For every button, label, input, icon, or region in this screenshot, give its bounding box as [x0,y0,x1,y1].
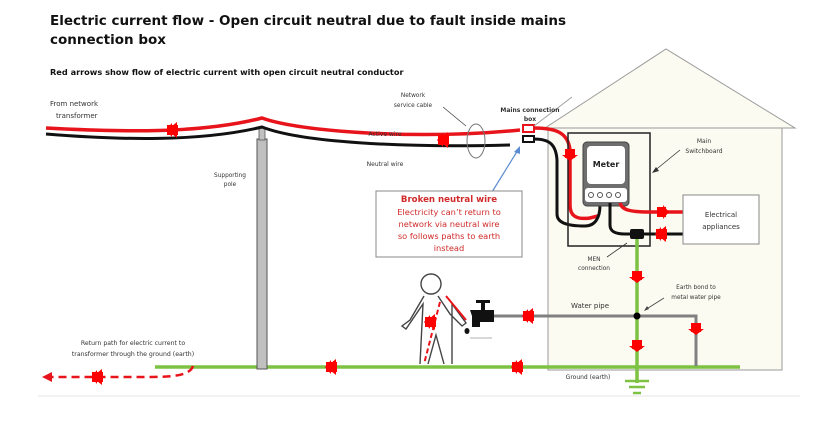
earth-bond-point [633,312,641,320]
service-cable-pointer [442,106,467,127]
label-return-path-1: Return path for electric current to [81,340,186,347]
label-return-path-2: transformer through the ground (earth) [72,351,194,358]
label-metal-water-pipe: metal water pipe [671,295,721,301]
label-network: Network [401,93,426,99]
flow-arrow-return [91,369,103,385]
service-cable-marker [466,123,486,159]
return-path-arrowhead [42,372,52,382]
label-connection: connection [578,266,610,272]
label-box: box [524,116,536,123]
flow-arrow-pipe [522,308,534,324]
callout-line-3: so follows paths to earth [398,231,500,241]
men-pointer [606,242,628,258]
diagram-title: Electric current flow - Open circuit neu… [50,13,567,48]
water-pipe [490,314,698,366]
callout-line-1: Electricity can’t return to [397,207,501,217]
switchboard-pointer-head [652,167,659,173]
label-electrical: Electrical [705,211,737,219]
meter [582,141,630,207]
label-service-cable: service cable [394,103,433,109]
label-supporting: Supporting [214,173,246,179]
main-switchboard [567,132,651,247]
label-men: MEN [587,257,600,263]
earth-bond-pointer-head [644,306,649,311]
label-main: Main [697,138,712,145]
mains-box-neutral [522,135,535,143]
person-current-dashed [423,301,441,365]
house-roof [543,48,797,129]
supporting-pole [256,138,268,370]
men-connection-block [630,229,644,239]
tap-icon [464,300,494,339]
label-appliances: appliances [702,223,740,231]
pole-top [258,127,266,141]
callout-pointer [491,149,519,193]
label-meter: Meter [593,160,620,169]
callout-pointer-head [514,146,520,154]
label-mains-connection: Mains connection [500,107,559,114]
appliance-neutral-wire [608,203,683,236]
diagram-subtitle: Red arrows show flow of electric current… [50,67,404,77]
callout-line-4: instead [434,243,465,253]
label-water-pipe: Water pipe [571,302,609,310]
flow-arrow-ground-1 [511,359,523,375]
active-house-wire [533,126,599,221]
mains-box-active [522,124,535,133]
broken-neutral-callout [375,190,523,258]
person-current-path [445,295,467,321]
label-transformer: transformer [56,112,98,120]
label-earth-bond: Earth bond to [676,285,716,291]
appliance-active-wire [618,202,683,214]
return-path [50,365,195,379]
active-wire [45,116,521,137]
roof-pointer [533,96,573,127]
electrical-appliances-box [682,194,760,245]
neutral-house-wire [533,137,602,228]
label-active-wire: Active wire [368,131,401,138]
label-ground: Ground (earth) [566,374,611,381]
neutral-wire [45,125,511,148]
flow-arrow-ground-2 [325,359,337,375]
label-switchboard: Switchboard [685,148,722,155]
person-figure [400,273,467,365]
switchboard-pointer [652,149,681,173]
flow-arrow-person [424,314,436,330]
callout-line-2: network via neutral wire [398,219,499,229]
callout-heading: Broken neutral wire [401,195,497,205]
flow-arrow-active-1 [166,122,178,138]
label-pole: pole [224,182,237,188]
label-from-network: From network [50,100,99,108]
label-neutral-wire: Neutral wire [367,161,404,168]
